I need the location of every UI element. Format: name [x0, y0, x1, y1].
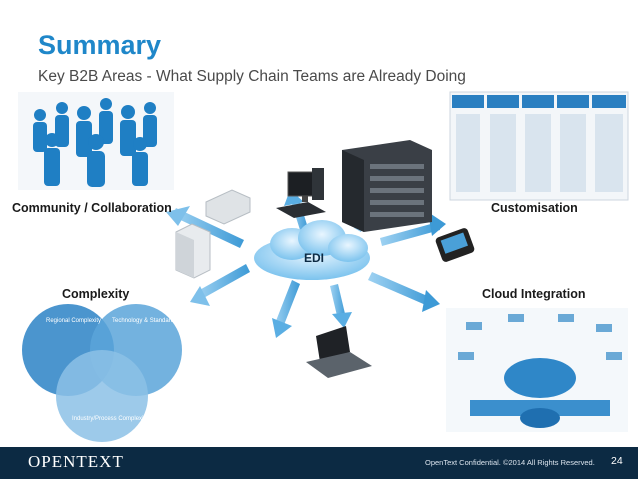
diagram: EDI [18, 91, 629, 442]
label-customisation: Customisation [491, 201, 578, 215]
smartphone-icon [435, 228, 475, 262]
desktop-computer-icon [276, 168, 326, 218]
edi-cloud: EDI [254, 220, 370, 280]
supply-chain-table-image [449, 91, 629, 201]
venn-technology: Technology & Standards Complexity [112, 318, 208, 324]
tower-pc-icon [175, 223, 211, 279]
server-rack-icon [342, 140, 432, 232]
label-community: Community / Collaboration [12, 201, 172, 215]
cloud-integration-diagram [446, 308, 628, 432]
slide-subtitle: Key B2B Areas - What Supply Chain Teams … [38, 68, 466, 85]
people-group-image [18, 92, 174, 190]
label-cloud-integration: Cloud Integration [482, 287, 586, 301]
complexity-venn-diagram: Regional Complexity Technology & Standar… [22, 304, 208, 442]
laptop-icon [306, 326, 372, 378]
storage-device-icon [205, 189, 251, 225]
confidential-notice: OpenText Confidential. ©2014 All Rights … [425, 458, 595, 467]
opentext-logo: OPENTEXT [28, 452, 124, 471]
venn-industry: Industry/Process Complexity [72, 416, 148, 422]
label-complexity: Complexity [62, 287, 130, 301]
slide-title: Summary [38, 30, 162, 60]
footer-bar [0, 447, 638, 479]
venn-regional: Regional Complexity [46, 318, 101, 324]
edi-label: EDI [304, 251, 324, 265]
page-number: 24 [611, 455, 623, 467]
